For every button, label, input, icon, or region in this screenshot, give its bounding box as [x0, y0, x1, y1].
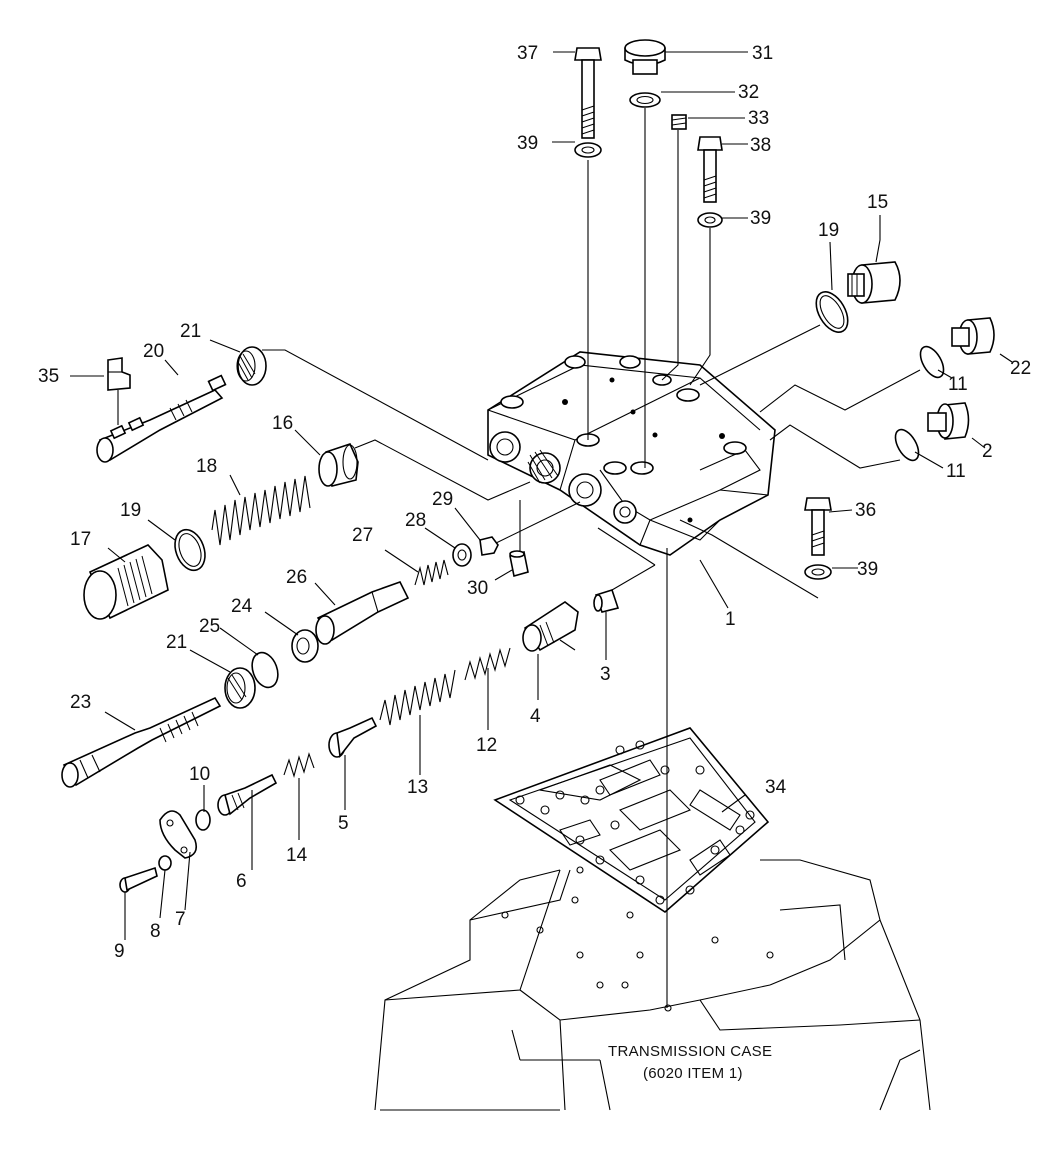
callout-14: 14 [286, 845, 308, 866]
callout-8: 8 [150, 921, 161, 942]
washer-8 [158, 855, 172, 871]
valve-17 [83, 544, 169, 620]
washer-39b [697, 212, 723, 228]
callout-11-lower: 11 [946, 461, 966, 482]
callout-11-upper: 11 [948, 374, 968, 395]
callout-37: 37 [517, 43, 538, 64]
clip-35 [107, 357, 131, 425]
spring-14 [283, 752, 315, 778]
washer-28 [452, 543, 472, 567]
callout-16: 16 [272, 413, 293, 434]
callout-9: 9 [114, 941, 125, 962]
callout-21-bottom: 21 [166, 632, 187, 653]
plug-33 [671, 114, 687, 130]
case-label-line2: (6020 ITEM 1) [643, 1065, 743, 1082]
callout-6: 6 [236, 871, 247, 892]
plug-15 [847, 261, 901, 304]
o-ring-11b [894, 428, 920, 462]
callout-10: 10 [189, 764, 210, 785]
callout-36: 36 [855, 500, 876, 521]
callout-12: 12 [476, 735, 497, 756]
callout-2: 2 [982, 441, 993, 462]
callout-32: 32 [738, 82, 759, 103]
callout-23: 23 [70, 692, 91, 713]
callout-39-right: 39 [857, 559, 878, 580]
callout-21-top: 21 [180, 321, 201, 342]
valve-body-1 [487, 351, 776, 556]
o-ring-11a [919, 345, 945, 379]
nut-29 [479, 536, 499, 556]
bolt-9 [119, 866, 158, 893]
valve-5 [328, 716, 378, 759]
callout-5: 5 [338, 813, 349, 834]
washer-39c [804, 564, 832, 580]
plate-7 [159, 810, 198, 859]
callout-26: 26 [286, 567, 307, 588]
callout-3: 3 [600, 664, 611, 685]
spring-18 [211, 475, 311, 546]
bolt-38 [697, 136, 723, 203]
leader-lines [262, 108, 921, 1008]
callout-19-right: 19 [818, 220, 839, 241]
sleeve-16 [318, 443, 359, 487]
callout-29: 29 [432, 489, 453, 510]
callout-13: 13 [407, 777, 428, 798]
bolt-36 [804, 497, 832, 556]
callout-17: 17 [70, 529, 91, 550]
callout-24: 24 [231, 596, 253, 617]
callout-22: 22 [1010, 358, 1031, 379]
spring-12 [464, 647, 511, 681]
callout-35: 35 [38, 366, 59, 387]
plug-2 [927, 402, 970, 440]
gasket-34 [493, 727, 770, 914]
callout-15: 15 [867, 192, 888, 213]
spring-27 [414, 559, 449, 586]
plug-22 [951, 317, 995, 355]
plug-3 [593, 589, 620, 613]
transmission-case [374, 859, 931, 1111]
callout-25: 25 [199, 616, 220, 637]
callout-28: 28 [405, 510, 426, 531]
bolt-37 [574, 47, 602, 139]
washer-24 [291, 629, 319, 663]
callout-30: 30 [467, 578, 488, 599]
callout-4: 4 [530, 706, 541, 727]
callout-labels: 37 31 32 33 39 38 39 15 19 21 20 35 22 1… [38, 43, 1031, 962]
callout-34: 34 [765, 777, 787, 798]
callout-27: 27 [352, 525, 373, 546]
callout-31: 31 [752, 43, 773, 64]
callout-38: 38 [750, 135, 771, 156]
plug-31 [624, 39, 666, 75]
shaft-23 [61, 696, 222, 788]
o-ring-19b [174, 528, 206, 572]
shaft-20 [96, 374, 227, 463]
valve-6 [217, 773, 278, 816]
spool-26 [315, 581, 410, 645]
case-label-line1: TRANSMISSION CASE [608, 1043, 772, 1060]
o-ring-10 [195, 809, 211, 831]
seal-21b [224, 667, 256, 709]
o-ring-19a [815, 291, 849, 333]
callout-20: 20 [143, 341, 164, 362]
fitting-30 [509, 550, 529, 578]
snap-ring-25 [251, 651, 279, 689]
spring-13 [379, 669, 456, 726]
callout-39-mid: 39 [750, 208, 771, 229]
callout-33: 33 [748, 108, 769, 129]
callout-7: 7 [175, 909, 186, 930]
transmission-case-label: TRANSMISSION CASE (6020 ITEM 1) [608, 1043, 772, 1082]
callout-39-top: 39 [517, 133, 538, 154]
callout-1: 1 [725, 609, 736, 630]
seal-ring-32 [629, 92, 661, 108]
callout-18: 18 [196, 456, 217, 477]
valve-4 [522, 601, 579, 652]
seal-21a [236, 346, 267, 386]
washer-39a [574, 142, 602, 158]
callout-19-left: 19 [120, 500, 141, 521]
callout-leaders [70, 51, 1013, 940]
